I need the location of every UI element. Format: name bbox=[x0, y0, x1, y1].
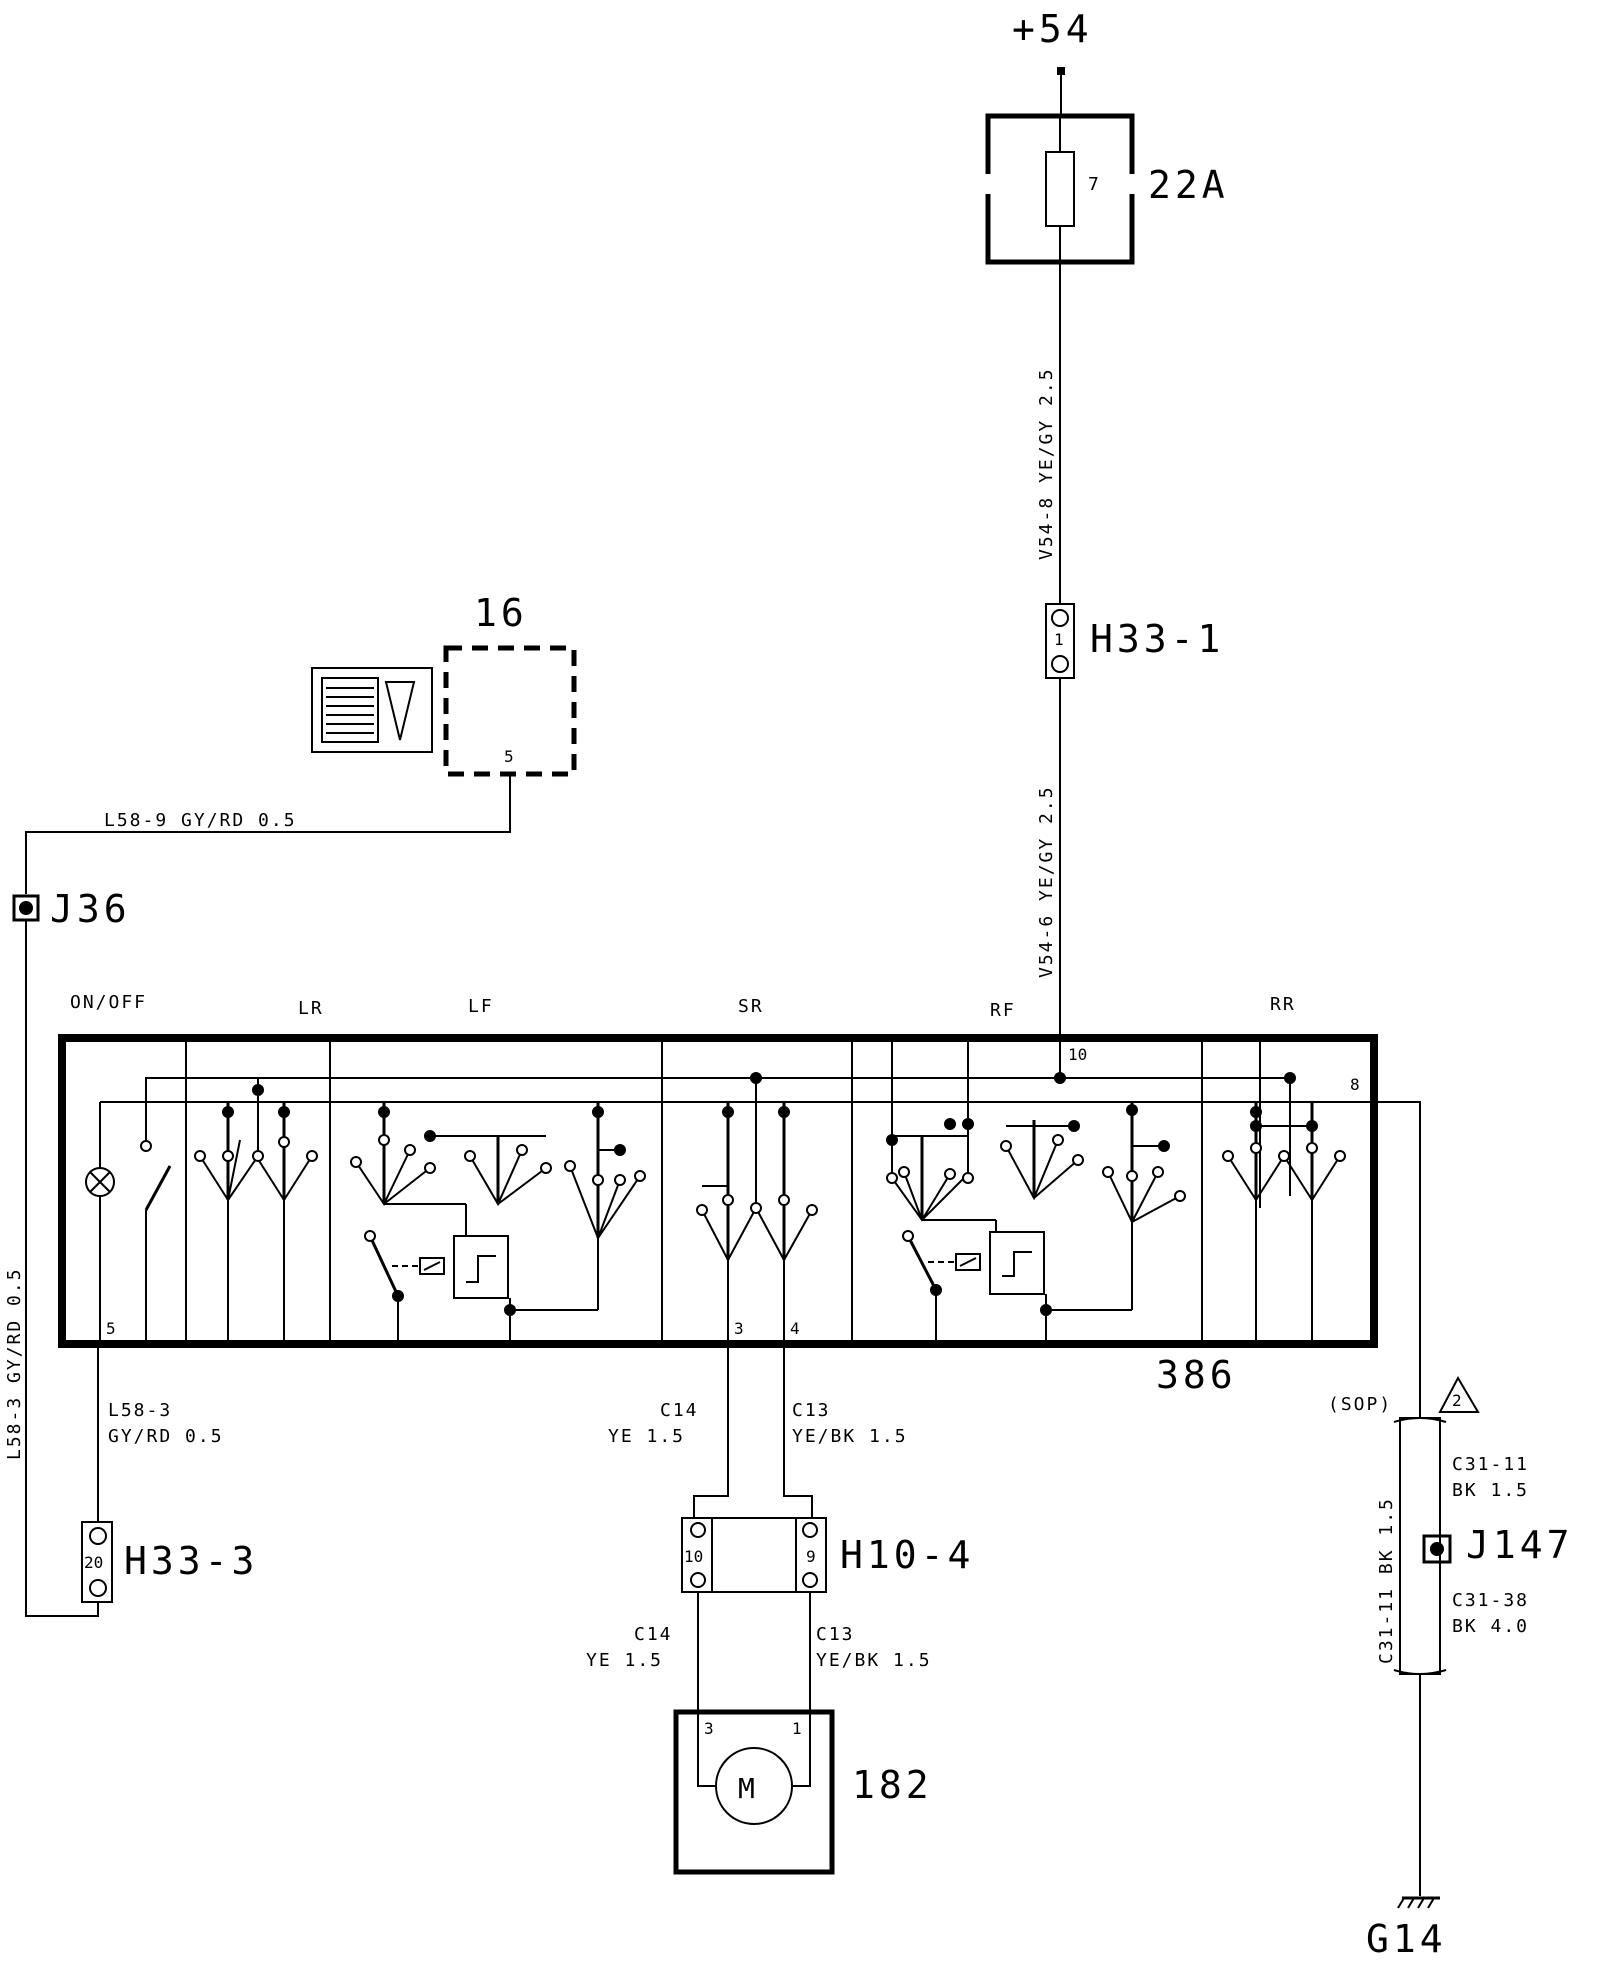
ground-label: G14 bbox=[1366, 1917, 1447, 1961]
instrument-pin: 5 bbox=[504, 747, 514, 766]
section-onoff: ON/OFF bbox=[70, 992, 147, 1013]
fuse-id: 22A bbox=[1148, 163, 1229, 207]
h33-1-pin: 1 bbox=[1054, 630, 1064, 649]
motor-pin-right: 1 bbox=[792, 1719, 802, 1738]
rotary-lr bbox=[194, 1078, 318, 1340]
panel-id: 386 bbox=[1156, 1353, 1237, 1397]
rotary-sr: 3 4 bbox=[696, 1072, 818, 1340]
wire-c13-spec-lower: YE/BK 1.5 bbox=[816, 1650, 932, 1671]
instrument-icon bbox=[311, 667, 433, 753]
connector-h10-4: 10 9 H10-4 bbox=[681, 1517, 974, 1593]
connector-h33-1: 1 H33-1 bbox=[1045, 603, 1224, 679]
section-lr: LR bbox=[298, 998, 324, 1019]
wire-l58-3-spec: GY/RD 0.5 bbox=[108, 1426, 224, 1447]
motor-icon bbox=[715, 1747, 793, 1825]
h33-3-label: H33-3 bbox=[124, 1539, 258, 1583]
fuse-7 bbox=[1045, 151, 1075, 227]
splice-j147: J147 C31-38 BK 4.0 bbox=[1422, 1523, 1574, 1637]
wire-c13-spec-upper: YE/BK 1.5 bbox=[792, 1426, 908, 1447]
motor-id: 182 bbox=[852, 1763, 933, 1807]
note-triangle-icon bbox=[1438, 1375, 1480, 1413]
wire-l58-3-code: L58-3 bbox=[108, 1400, 172, 1421]
ground-g14: G14 bbox=[1366, 1896, 1447, 1961]
h33-1-label: H33-1 bbox=[1090, 617, 1224, 661]
motor-pin-left: 3 bbox=[704, 1719, 714, 1738]
wire-c13-code-upper: C13 bbox=[792, 1400, 831, 1421]
section-sr: SR bbox=[738, 996, 764, 1017]
fuel-gauge-icon bbox=[321, 677, 416, 743]
sop-label: (SOP) bbox=[1328, 1394, 1392, 1415]
fuse-number: 7 bbox=[1088, 174, 1101, 195]
h33-3-pin: 20 bbox=[84, 1553, 103, 1572]
j36-label: J36 bbox=[50, 887, 131, 931]
section-rr: RR bbox=[1270, 994, 1296, 1015]
h10-4-pin-right: 9 bbox=[806, 1547, 816, 1566]
wire-c14-code-lower: C14 bbox=[634, 1624, 673, 1645]
wire-c31-11-vertical: C31-11 BK 1.5 bbox=[1376, 1497, 1397, 1664]
wire-c31-38-spec: BK 4.0 bbox=[1452, 1616, 1529, 1637]
rotary-rf bbox=[886, 1042, 1186, 1340]
wire-c31-11-spec: BK 1.5 bbox=[1452, 1480, 1529, 1501]
wire-l58-3-vertical: L58-3 GY/RD 0.5 bbox=[4, 1267, 25, 1460]
instrument-16: 16 5 bbox=[311, 591, 577, 777]
wire-c31-11-code: C31-11 bbox=[1452, 1454, 1529, 1475]
motor-182: 3 1 M 182 bbox=[673, 1709, 933, 1875]
j147-label: J147 bbox=[1466, 1523, 1574, 1567]
wire-l58-9-label: L58-9 GY/RD 0.5 bbox=[104, 810, 297, 831]
sop-section: (SOP) 2 C31-11 BK 1.5 C31-11 BK 1.5 bbox=[1328, 1375, 1529, 1675]
splice-j36: J36 bbox=[12, 887, 131, 931]
pin-5: 5 bbox=[106, 1319, 116, 1338]
power-supply: +54 bbox=[1012, 7, 1093, 118]
wire-c14-spec-upper: YE 1.5 bbox=[608, 1426, 685, 1447]
pin-8: 8 bbox=[1350, 1075, 1360, 1094]
pin-10: 10 bbox=[1068, 1045, 1087, 1064]
pin-3: 3 bbox=[734, 1319, 744, 1338]
wire-c14-spec-lower: YE 1.5 bbox=[586, 1650, 663, 1671]
h10-4-pin-left: 10 bbox=[684, 1547, 703, 1566]
section-lf: LF bbox=[468, 996, 494, 1017]
rotary-rr bbox=[1222, 1042, 1346, 1340]
motor-symbol: M bbox=[738, 1772, 758, 1805]
connector-h33-3: 20 H33-3 bbox=[81, 1521, 258, 1603]
h10-4-label: H10-4 bbox=[840, 1533, 974, 1577]
switch-panel-386: ON/OFF LR LF SR RF RR 10 8 5 bbox=[58, 992, 1421, 1418]
rotary-lf bbox=[350, 1102, 646, 1340]
wire-v54-6-label: V54-6 YE/GY 2.5 bbox=[1036, 785, 1057, 978]
sop-note-number: 2 bbox=[1452, 1391, 1462, 1410]
fuse-box-22a: 7 22A bbox=[985, 113, 1229, 265]
wire-c14-code-upper: C14 bbox=[660, 1400, 699, 1421]
wire-v54-8-label: V54-8 YE/GY 2.5 bbox=[1036, 367, 1057, 560]
instrument-id: 16 bbox=[474, 591, 528, 635]
section-rf: RF bbox=[990, 1000, 1016, 1021]
pin-4: 4 bbox=[790, 1319, 800, 1338]
onoff-switch: 5 bbox=[85, 1102, 172, 1340]
supply-label: +54 bbox=[1012, 7, 1093, 51]
wire-c31-38-code: C31-38 bbox=[1452, 1590, 1529, 1611]
wire-c13-code-lower: C13 bbox=[816, 1624, 855, 1645]
